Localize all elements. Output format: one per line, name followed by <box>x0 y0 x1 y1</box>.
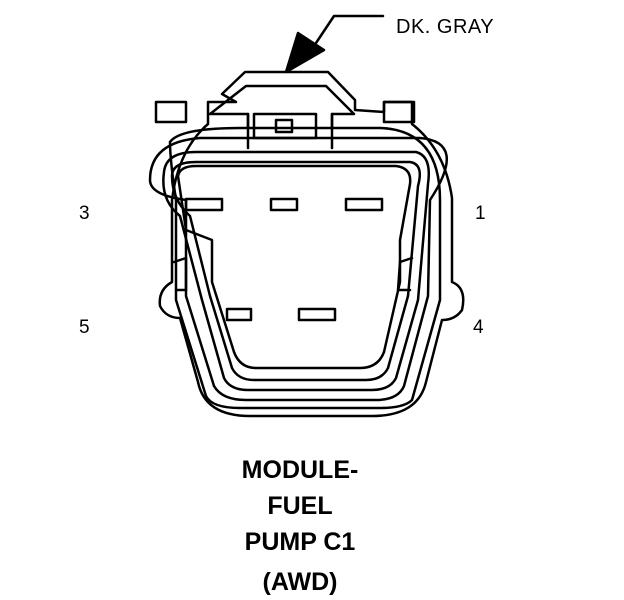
callout-leader-line <box>306 14 385 57</box>
locking-tab-nub <box>274 118 294 134</box>
pin-label-3: 3 <box>79 203 90 224</box>
pin-label-1: 1 <box>475 203 486 224</box>
callout-arrowhead <box>284 31 326 74</box>
housing-inner-ring-3 <box>162 150 430 392</box>
locking-tab-window <box>252 112 318 140</box>
terminal-face <box>176 164 412 370</box>
pin-label-4: 4 <box>473 317 484 338</box>
terminal-pin-4 <box>297 307 337 322</box>
caption-line-4: (AWD) <box>262 568 338 596</box>
left-key-rib <box>172 256 188 292</box>
terminal-pin-1 <box>344 197 384 212</box>
housing-inner-ring-4 <box>170 160 421 382</box>
pin-label-5: 5 <box>79 317 90 338</box>
terminal-pin-2 <box>269 197 299 212</box>
caption-line-1: MODULE- <box>241 456 359 484</box>
caption-line-3: PUMP C1 <box>244 528 356 556</box>
right-latch <box>382 100 416 124</box>
connector-outer-housing <box>158 70 465 418</box>
color-callout-label: DK. GRAY <box>396 16 495 38</box>
right-key-rib <box>396 256 414 292</box>
caption-line-2: FUEL <box>267 492 333 520</box>
terminal-pin-3 <box>184 197 224 212</box>
terminal-pin-5 <box>225 307 253 322</box>
left-latch <box>154 100 188 124</box>
